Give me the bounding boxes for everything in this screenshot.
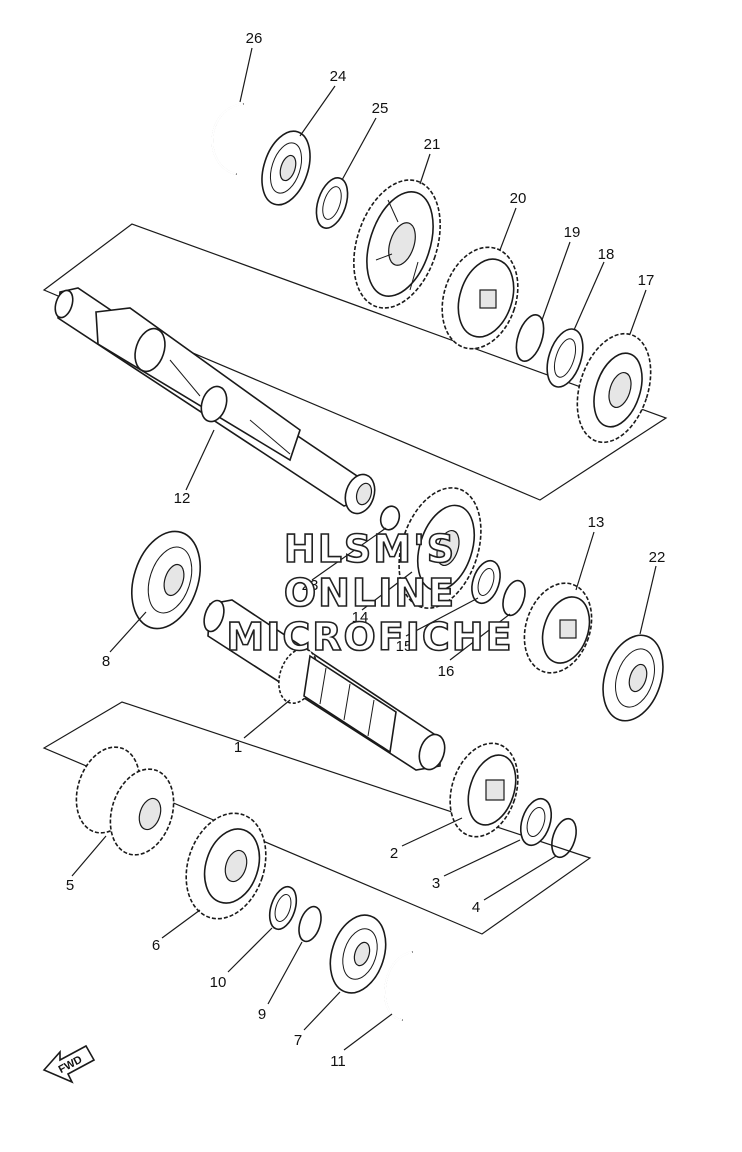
part-11-circlip <box>383 951 413 1021</box>
label-part-19: 19 <box>564 224 581 241</box>
label-part-13: 13 <box>588 514 605 531</box>
part-17-gear <box>576 332 652 444</box>
label-part-14: 14 <box>352 609 369 626</box>
label-part-11: 11 <box>330 1053 346 1070</box>
label-part-16: 16 <box>438 663 455 680</box>
part-26-circlip <box>211 103 244 175</box>
part-19-circlip <box>515 314 545 362</box>
part-24-bearing <box>261 130 311 206</box>
label-part-24: 24 <box>330 68 347 85</box>
part-10-washer <box>268 885 298 931</box>
part-3-washer <box>519 797 553 847</box>
label-part-18: 18 <box>598 246 615 263</box>
label-part-22: 22 <box>649 549 666 566</box>
label-part-21: 21 <box>424 136 441 153</box>
part-5-double-gear <box>75 746 175 856</box>
part-13-gear <box>523 582 593 674</box>
part-7-bearing <box>329 914 387 994</box>
label-part-23: 23 <box>302 577 319 594</box>
part-23-bushing <box>379 505 401 531</box>
label-part-5: 5 <box>66 877 74 894</box>
watermark-line-2: ONLINE <box>284 571 456 615</box>
label-part-26: 26 <box>246 30 263 47</box>
part-15-washer <box>471 559 501 605</box>
label-part-8: 8 <box>102 653 110 670</box>
lower-assembly-frame <box>42 701 592 935</box>
upper-assembly-frame <box>42 223 668 501</box>
part-14-gear <box>398 487 482 609</box>
part-12-main-shaft <box>54 287 376 515</box>
part-25-washer <box>315 177 349 229</box>
label-part-10: 10 <box>210 974 227 991</box>
leader-lines <box>71 47 657 1051</box>
label-part-6: 6 <box>152 937 160 954</box>
part-4-circlip <box>551 817 577 859</box>
watermark-line-1: HLSM'S <box>284 527 456 571</box>
label-part-9: 9 <box>258 1006 266 1023</box>
label-part-7: 7 <box>294 1032 302 1049</box>
label-part-12: 12 <box>174 490 191 507</box>
watermark: HLSM'S ONLINE MICROFICHE <box>226 526 513 660</box>
label-part-2: 2 <box>390 845 398 862</box>
label-part-15: 15 <box>396 638 413 655</box>
label-part-20: 20 <box>510 190 527 207</box>
watermark-line-3: MICROFICHE <box>226 615 513 659</box>
part-16-circlip <box>502 579 526 617</box>
part-8-bearing <box>131 530 201 630</box>
label-part-4: 4 <box>472 899 480 916</box>
part-9-circlip <box>298 905 322 943</box>
label-part-1: 1 <box>234 739 242 756</box>
part-2-gear <box>449 742 519 838</box>
label-part-25: 25 <box>372 100 389 117</box>
label-part-3: 3 <box>432 875 440 892</box>
part-6-gear <box>185 812 267 920</box>
part-21-gear <box>353 179 441 309</box>
fwd-arrow-icon: FWD <box>42 1044 96 1084</box>
part-1-drive-axle <box>203 599 446 771</box>
label-part-17: 17 <box>638 272 655 289</box>
part-20-gear <box>441 246 519 350</box>
part-22-bearing <box>602 634 664 722</box>
